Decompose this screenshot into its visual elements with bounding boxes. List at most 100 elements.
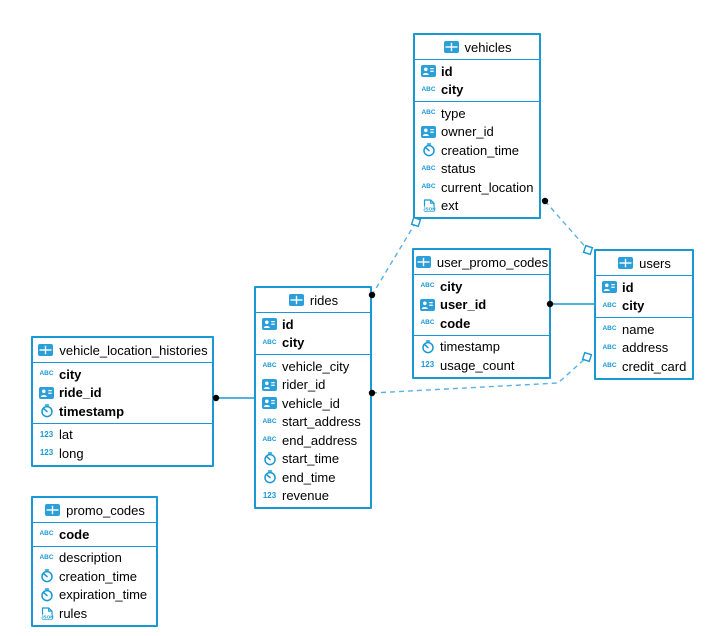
field-row-vehicle_id[interactable]: vehicle_id — [256, 394, 370, 413]
field-row-rules[interactable]: JSON rules — [33, 604, 156, 623]
field-row-long[interactable]: 123 long — [33, 444, 212, 463]
field-row-city[interactable]: ABC city — [256, 334, 370, 353]
relation-dot-marker — [541, 197, 549, 205]
number-type-icon: 123 — [262, 490, 277, 500]
field-name: long — [59, 445, 84, 461]
field-name: end_time — [282, 469, 336, 485]
table-icon — [37, 344, 54, 356]
field-row-rider_id[interactable]: rider_id — [256, 376, 370, 395]
json-type-icon: JSON — [38, 607, 55, 620]
field-name: city — [282, 335, 305, 351]
table-header[interactable]: users — [596, 251, 692, 276]
table-icon — [443, 41, 460, 53]
text-type-icon: ABC — [39, 553, 54, 561]
field-row-start_time[interactable]: start_time — [256, 450, 370, 469]
table-header[interactable]: vehicles — [415, 35, 539, 60]
field-row-ride_id[interactable]: ride_id — [33, 384, 212, 403]
field-name: creation_time — [441, 142, 520, 158]
text-type-icon: ABC — [602, 343, 617, 351]
relation-vehicle_location_histories-rides — [212, 394, 254, 402]
field-row-timestamp[interactable]: timestamp — [414, 338, 549, 357]
field-name: user_id — [440, 297, 487, 313]
json-type-icon: JSON — [420, 199, 437, 212]
table-icon — [44, 504, 61, 516]
field-row-usage_count[interactable]: 123 usage_count — [414, 356, 549, 375]
field-row-id[interactable]: id — [596, 278, 692, 297]
text-type-icon: ABC — [421, 183, 436, 190]
field-name: rules — [59, 605, 88, 621]
text-type-icon: ABC — [262, 338, 277, 346]
field-row-owner_id[interactable]: owner_id — [415, 123, 539, 142]
field-name: start_address — [282, 414, 361, 430]
table-header[interactable]: vehicle_location_histories — [33, 338, 212, 363]
field-name: city — [440, 278, 463, 294]
field-name: expiration_time — [59, 587, 148, 603]
text-type-icon: ABC — [602, 325, 617, 332]
text-type-icon: ABC — [39, 530, 54, 537]
table-title: rides — [309, 292, 339, 308]
relation-user_promo_codes-users — [546, 300, 594, 308]
field-name: description — [59, 550, 122, 566]
field-name: timestamp — [59, 403, 125, 419]
field-name: code — [440, 315, 471, 331]
table-title: vehicles — [464, 39, 512, 55]
table-header[interactable]: promo_codes — [33, 498, 156, 523]
number-type-icon: 123 — [39, 448, 54, 458]
field-row-description[interactable]: ABC description — [33, 549, 156, 568]
table-header[interactable]: rides — [256, 288, 370, 313]
field-row-end_time[interactable]: end_time — [256, 468, 370, 487]
time-type-icon — [38, 587, 55, 602]
uuid-type-icon — [261, 318, 278, 331]
number-type-icon: 123 — [420, 360, 435, 370]
table-header[interactable]: user_promo_codes — [414, 250, 549, 275]
field-row-id[interactable]: id — [256, 315, 370, 334]
field-name: id — [622, 279, 634, 295]
field-row-creation_time[interactable]: creation_time — [415, 141, 539, 160]
field-name: ext — [441, 198, 459, 214]
field-row-creation_time[interactable]: creation_time — [33, 567, 156, 586]
field-row-timestamp[interactable]: timestamp — [33, 402, 212, 421]
uuid-type-icon — [420, 65, 437, 78]
field-row-expiration_time[interactable]: expiration_time — [33, 586, 156, 605]
field-row-user_id[interactable]: user_id — [414, 296, 549, 315]
table-icon — [288, 294, 305, 306]
field-row-id[interactable]: id — [415, 62, 539, 81]
text-type-icon: ABC — [420, 319, 435, 326]
field-name: city — [622, 298, 645, 314]
field-row-ext[interactable]: JSON ext — [415, 197, 539, 216]
relation-square-marker — [581, 351, 593, 363]
field-row-code[interactable]: ABC code — [414, 314, 549, 333]
time-type-icon — [419, 339, 436, 354]
field-name: usage_count — [440, 357, 515, 373]
number-type-icon: 123 — [39, 429, 54, 439]
uuid-type-icon — [420, 125, 437, 138]
